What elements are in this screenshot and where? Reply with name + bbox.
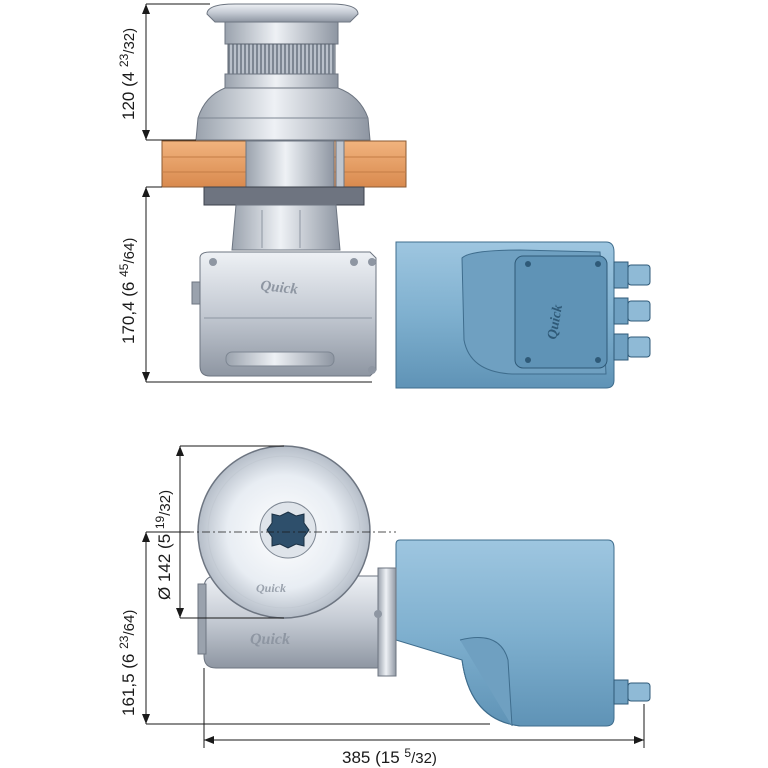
brand-logo-drum: Quick [256, 581, 286, 595]
cable-glands [613, 261, 651, 361]
capstan-ribbed-drum [227, 43, 336, 75]
gearbox-flange-plan [377, 567, 397, 677]
dim-gearbox-width: 161,5 (6 23/64) [117, 610, 138, 716]
gearbox-neck [231, 204, 341, 251]
dim-height-below-deck: 170,4 (6 45/64) [117, 238, 138, 344]
stud-bolt [335, 140, 345, 192]
gearbox-front-ring [225, 351, 335, 367]
plan-view: Quick Quick [186, 445, 651, 727]
dim-overall-length: 385 (15 5/32) [342, 746, 437, 767]
dim-height-above-deck: 120 (4 23/32) [117, 28, 138, 120]
brand-logo-top: Quick [260, 278, 299, 298]
capstan-neck [224, 21, 339, 45]
side-elevation-view: Quick Quick [161, 3, 651, 389]
dimension-arrows [142, 4, 644, 744]
hex-socket [266, 511, 310, 549]
deck-board-right [333, 140, 407, 188]
capstan-lower-band [224, 73, 339, 89]
brand-logo-gearbox: Quick [250, 631, 290, 648]
junction-box [514, 255, 608, 369]
under-deck-flange [203, 186, 365, 206]
brand-logo-motor: Quick [545, 304, 566, 341]
capstan-cap [206, 3, 359, 23]
deck-board-left [161, 140, 247, 188]
main-shaft [245, 140, 335, 188]
dim-drum-diameter: Ø 142 (5 19/32) [153, 490, 174, 600]
dimension-lines [145, 3, 645, 748]
capstan-base-flare [195, 87, 371, 141]
